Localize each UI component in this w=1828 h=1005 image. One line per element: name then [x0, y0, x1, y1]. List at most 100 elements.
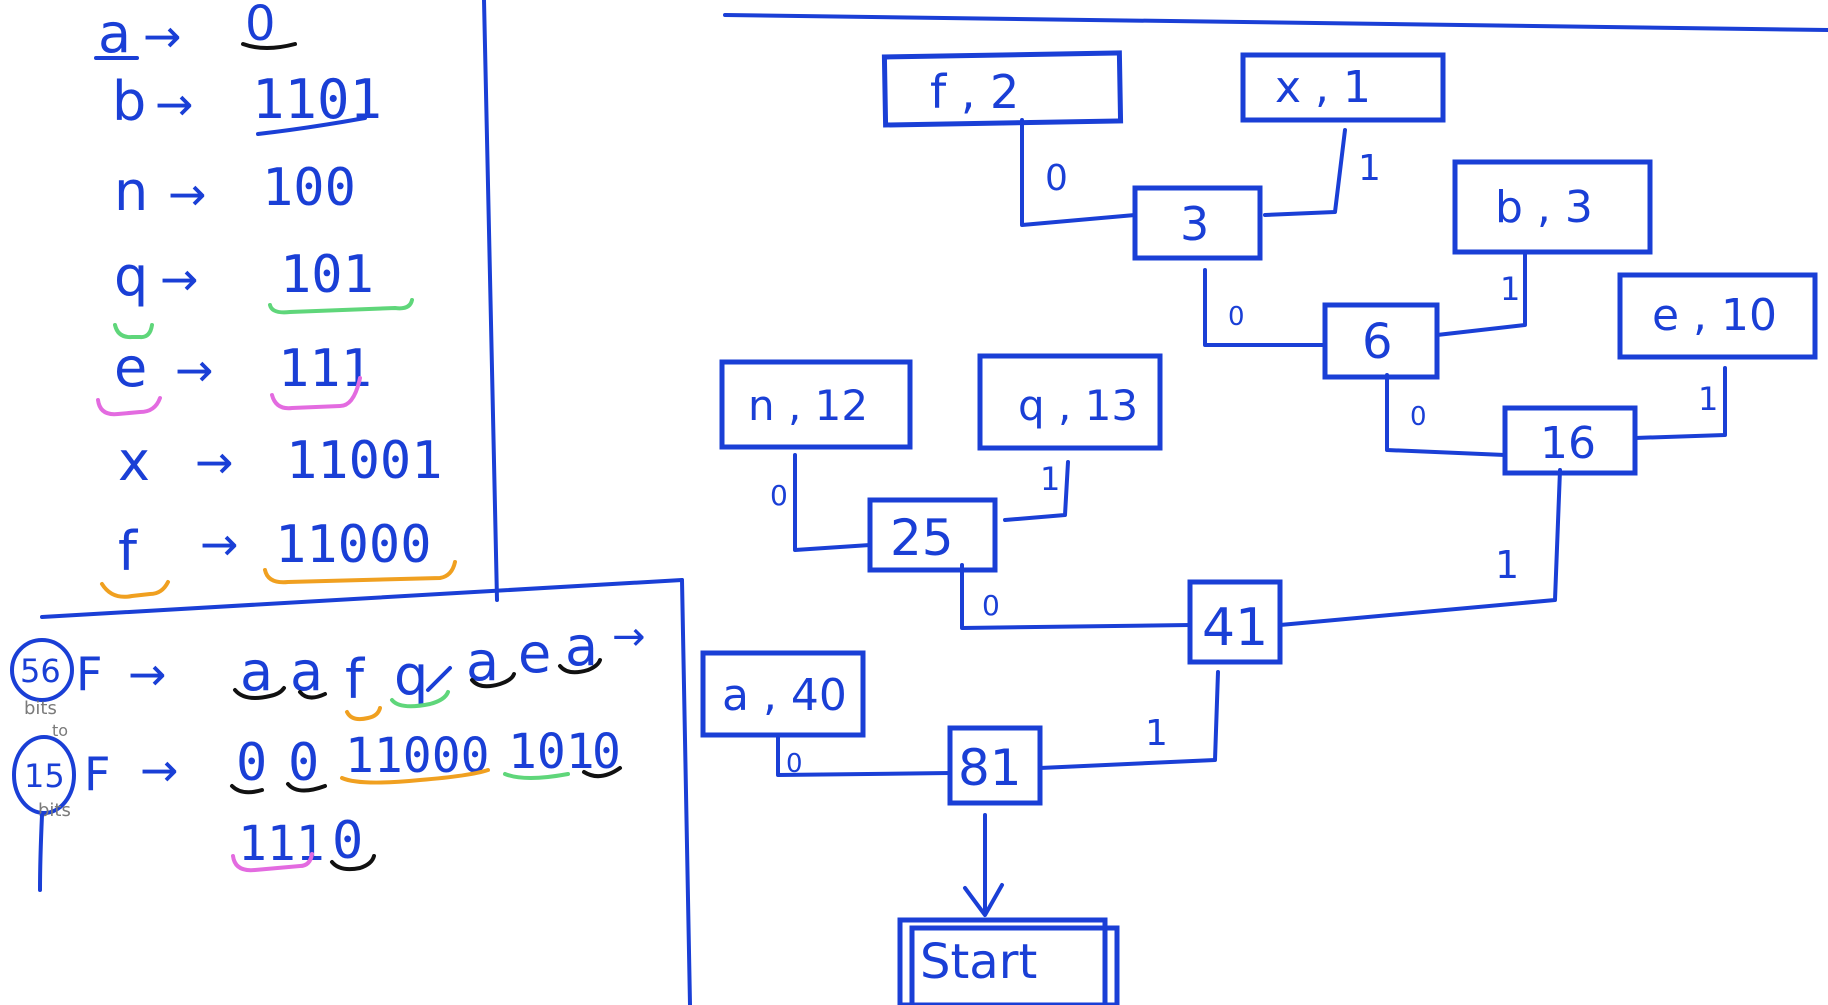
code-value: 101 [280, 245, 374, 305]
code-symbol: a [98, 2, 131, 65]
leaf-label: x , 1 [1275, 62, 1371, 113]
huffman-tree: 0 1 0 1 0 1 0 1 0 1 0 1 f , 2 x , 1 b , … [700, 50, 1818, 1005]
f-label: F [84, 747, 110, 801]
leaf-label: q , 13 [1018, 381, 1138, 430]
tree-edge [1278, 468, 1562, 627]
tree-edge [1020, 118, 1137, 227]
message-letter: f [345, 648, 366, 711]
leaf-label: a , 40 [722, 670, 847, 721]
start-node: Start [897, 917, 1120, 1005]
internal-node-3: 3 [1132, 185, 1263, 261]
arrow-icon: → [168, 167, 207, 221]
edge-label-zero: 0 [1228, 302, 1245, 332]
edge-label-one: 1 [1500, 270, 1520, 308]
encoded-group: 0 [236, 733, 267, 793]
leaf-node-a: a , 40 [700, 650, 866, 738]
arrow-icon: → [195, 435, 234, 489]
arrow-icon: → [612, 614, 646, 660]
message-letter: q [394, 644, 428, 707]
leaf-label: n , 12 [748, 381, 868, 430]
tree-edge [1435, 250, 1527, 337]
arrow-icon: → [155, 77, 194, 131]
edge-label-zero: 0 [770, 479, 788, 512]
start-label: Start [920, 934, 1037, 990]
arrow-icon: → [200, 517, 239, 571]
tree-edge [776, 733, 952, 777]
edge-label-one: 1 [1495, 543, 1519, 587]
edge-label-zero: 0 [1045, 158, 1068, 199]
arrow-icon: → [160, 252, 199, 306]
internal-node-16: 16 [1502, 405, 1638, 476]
leaf-node-x: x , 1 [1240, 52, 1446, 123]
code-row-e: e → 111 [96, 336, 372, 417]
code-row-f: f → 11000 [100, 515, 457, 599]
edge-label-one: 1 [1698, 380, 1718, 418]
code-symbol: n [114, 160, 148, 223]
internal-node-25: 25 [867, 497, 998, 573]
encoding-example: 56 F → bits to a a f q a e a → 15 F → bi… [10, 614, 646, 892]
code-value: 1101 [252, 68, 382, 131]
message-letter: e [518, 622, 551, 685]
code-symbol: f [118, 520, 139, 583]
node-weight: 41 [1202, 598, 1268, 658]
node-weight: 25 [890, 509, 954, 567]
leaf-node-n: n , 12 [719, 359, 913, 450]
bits-note: bits [24, 698, 57, 719]
tree-edge [1038, 670, 1220, 770]
encoded-group: 0 [288, 733, 319, 793]
code-value: 11001 [286, 431, 443, 491]
edge-label-one: 1 [1358, 148, 1381, 189]
encoded-bits: 0 0 11000 101 0 111 0 [230, 724, 622, 873]
node-weight: 6 [1362, 314, 1393, 370]
tree-edge [793, 453, 872, 552]
tree-edge [1003, 460, 1070, 522]
after-bit-count: 15 [24, 757, 65, 795]
leaf-node-b: b , 3 [1452, 159, 1653, 255]
edge-label-zero: 0 [1410, 402, 1427, 432]
message-letter: a [240, 640, 273, 703]
leaf-label: e , 10 [1652, 290, 1777, 341]
leaf-label: b , 3 [1495, 182, 1593, 233]
to-note: to [52, 721, 68, 740]
code-symbol: x [118, 430, 150, 493]
encoded-group: 0 [332, 811, 363, 871]
divider-vertical-left [482, 0, 499, 602]
edge-label-one: 1 [1040, 460, 1060, 498]
code-table: a → 0 b → 1101 n → 100 q → 101 e → 111 [94, 0, 457, 599]
leaf-label: f , 2 [930, 65, 1019, 119]
node-weight: 81 [958, 739, 1022, 797]
message-letter: a [290, 640, 323, 703]
edge-label-one: 1 [1145, 713, 1168, 754]
message-letters: a a f q a e a → [233, 614, 646, 722]
bits-circle-56 [10, 638, 74, 702]
tree-edge [1203, 268, 1327, 347]
code-row-x: x → 11001 [118, 430, 443, 493]
code-value: 0 [245, 0, 276, 52]
tree-edge [1385, 373, 1507, 457]
code-symbol: q [114, 245, 148, 308]
code-row-b: b → 1101 [112, 68, 382, 136]
tree-edge [1633, 366, 1727, 440]
code-value: 100 [262, 158, 356, 218]
f-label: F [76, 647, 102, 701]
leaf-node-e: e , 10 [1617, 272, 1818, 360]
bits-circle-15 [12, 735, 76, 815]
leaf-node-q: q , 13 [977, 353, 1163, 451]
node-weight: 16 [1540, 418, 1596, 469]
code-row-q: q → 101 [113, 245, 414, 340]
code-row-a: a → 0 [94, 0, 297, 65]
divider-horizontal-left [40, 578, 684, 619]
arrow-icon: → [140, 743, 179, 797]
before-bit-count: 56 [20, 652, 61, 690]
code-symbol: e [114, 336, 147, 399]
arrow-icon: → [128, 647, 167, 701]
code-row-n: n → 100 [114, 158, 356, 223]
tree-edge [960, 563, 1192, 630]
edge-label-zero: 0 [786, 749, 803, 779]
arrow-icon: → [175, 343, 214, 397]
tree-edge [1263, 128, 1347, 217]
divider-vertical-middle [680, 578, 692, 1005]
divider-top-right [723, 13, 1828, 32]
tree-arrowhead [963, 883, 1004, 917]
